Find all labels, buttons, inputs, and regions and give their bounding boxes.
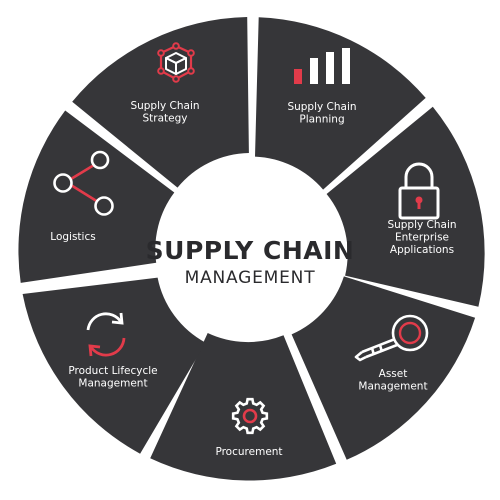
segment-label-line: Management [78, 378, 147, 390]
segment-label-line: Logistics [50, 231, 95, 243]
network-nodes-icon [53, 150, 114, 216]
segment-label-line: Product Lifecycle [68, 365, 157, 377]
segment-planning[interactable] [255, 17, 426, 190]
segment-logistics[interactable] [18, 110, 175, 283]
segment-label-logistics: Logistics [50, 231, 95, 243]
gear-icon [231, 397, 269, 435]
segment-asset-management[interactable] [291, 276, 476, 460]
segment-label-line: Asset [379, 368, 408, 380]
segment-label-line: Strategy [143, 113, 188, 125]
segment-enterprise-applications[interactable] [326, 106, 485, 307]
segment-label-line: Supply Chain [287, 101, 356, 113]
segment-procurement[interactable] [150, 333, 337, 481]
cycle-arrows-icon [86, 312, 126, 357]
segment-label-line: Supply Chain [130, 100, 199, 112]
segment-label-line: Planning [299, 114, 344, 126]
segment-label-line: Procurement [215, 446, 282, 458]
segment-product-lifecycle-management[interactable] [22, 277, 206, 454]
segment-label-line: Supply Chain [387, 219, 456, 231]
key-icon [354, 314, 429, 362]
segment-label-procurement: Procurement [215, 446, 282, 458]
segment-strategy[interactable] [72, 17, 249, 188]
segment-label-line: Enterprise [395, 232, 449, 244]
segment-label-line: Management [358, 381, 427, 393]
bar-chart-icon [294, 48, 350, 84]
center-title: SUPPLY CHAIN [146, 236, 355, 265]
box-network-icon [157, 42, 195, 83]
padlock-icon [398, 162, 440, 220]
segment-label-line: Applications [390, 244, 454, 256]
center-subtitle: MANAGEMENT [185, 268, 316, 288]
